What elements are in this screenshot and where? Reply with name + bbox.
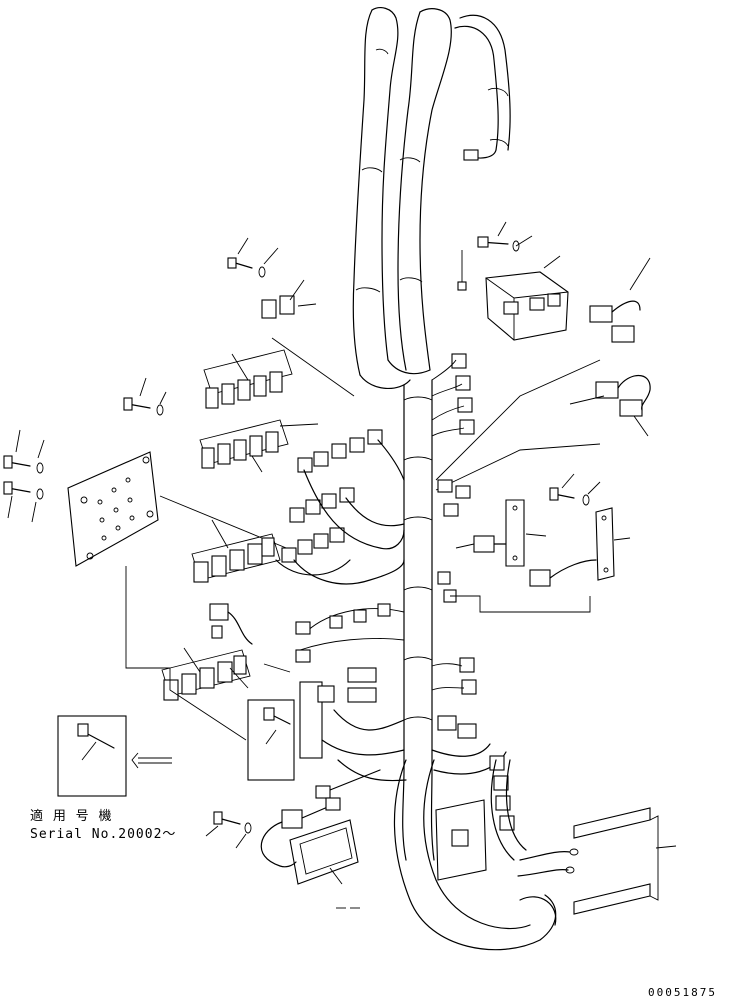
inset-detail-bolt: [57, 667, 295, 797]
right-connectors: [435, 257, 651, 491]
serial-note-title: 適 用 号 機: [30, 808, 112, 824]
relay-group-middle: [191, 519, 351, 583]
right-side-brackets: [455, 473, 631, 587]
trunk-side-connectors: [431, 353, 591, 695]
top-right-sub-harness: [463, 87, 509, 161]
drawing-number: 00051875: [648, 986, 717, 999]
relay-group-upper: [199, 349, 319, 473]
bolts-left: [3, 377, 167, 523]
lower-central-connectors: [299, 667, 507, 799]
central-connector-cluster: [263, 429, 405, 673]
bottom-right-components: [435, 755, 677, 915]
main-harness-bundle: [352, 7, 557, 951]
bottom-panel-unit: [205, 797, 360, 909]
small-relay-top: [227, 237, 355, 397]
relay-bracket-assembly: [457, 221, 569, 341]
relay-group-lower: [161, 603, 253, 701]
serial-note-range: Serial No.20002～: [30, 827, 176, 842]
